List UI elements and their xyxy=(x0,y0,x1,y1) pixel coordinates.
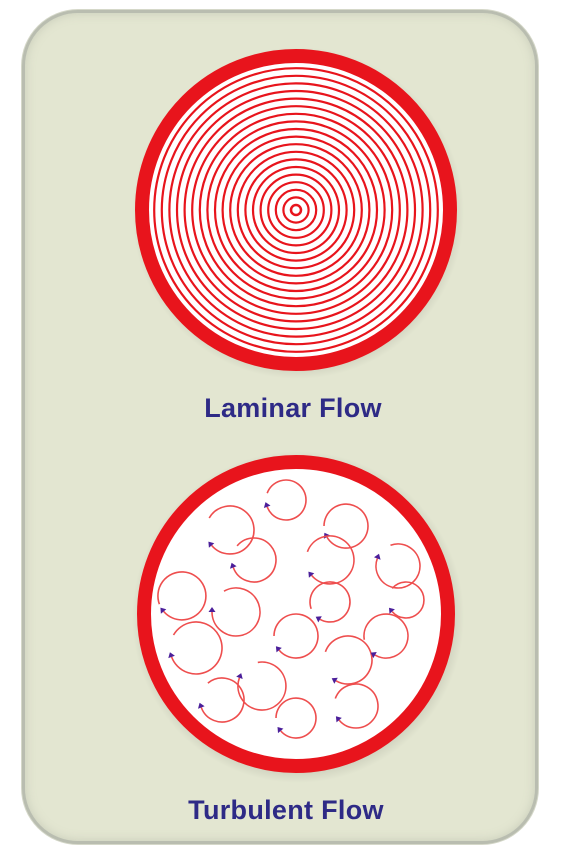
turbulent-pipe xyxy=(132,451,464,783)
laminar-flow-label: Laminar Flow xyxy=(11,393,564,424)
laminar-pipe-wall xyxy=(142,56,450,364)
laminar-pipe xyxy=(132,47,464,379)
turbulent-flow-label: Turbulent Flow xyxy=(4,795,564,826)
